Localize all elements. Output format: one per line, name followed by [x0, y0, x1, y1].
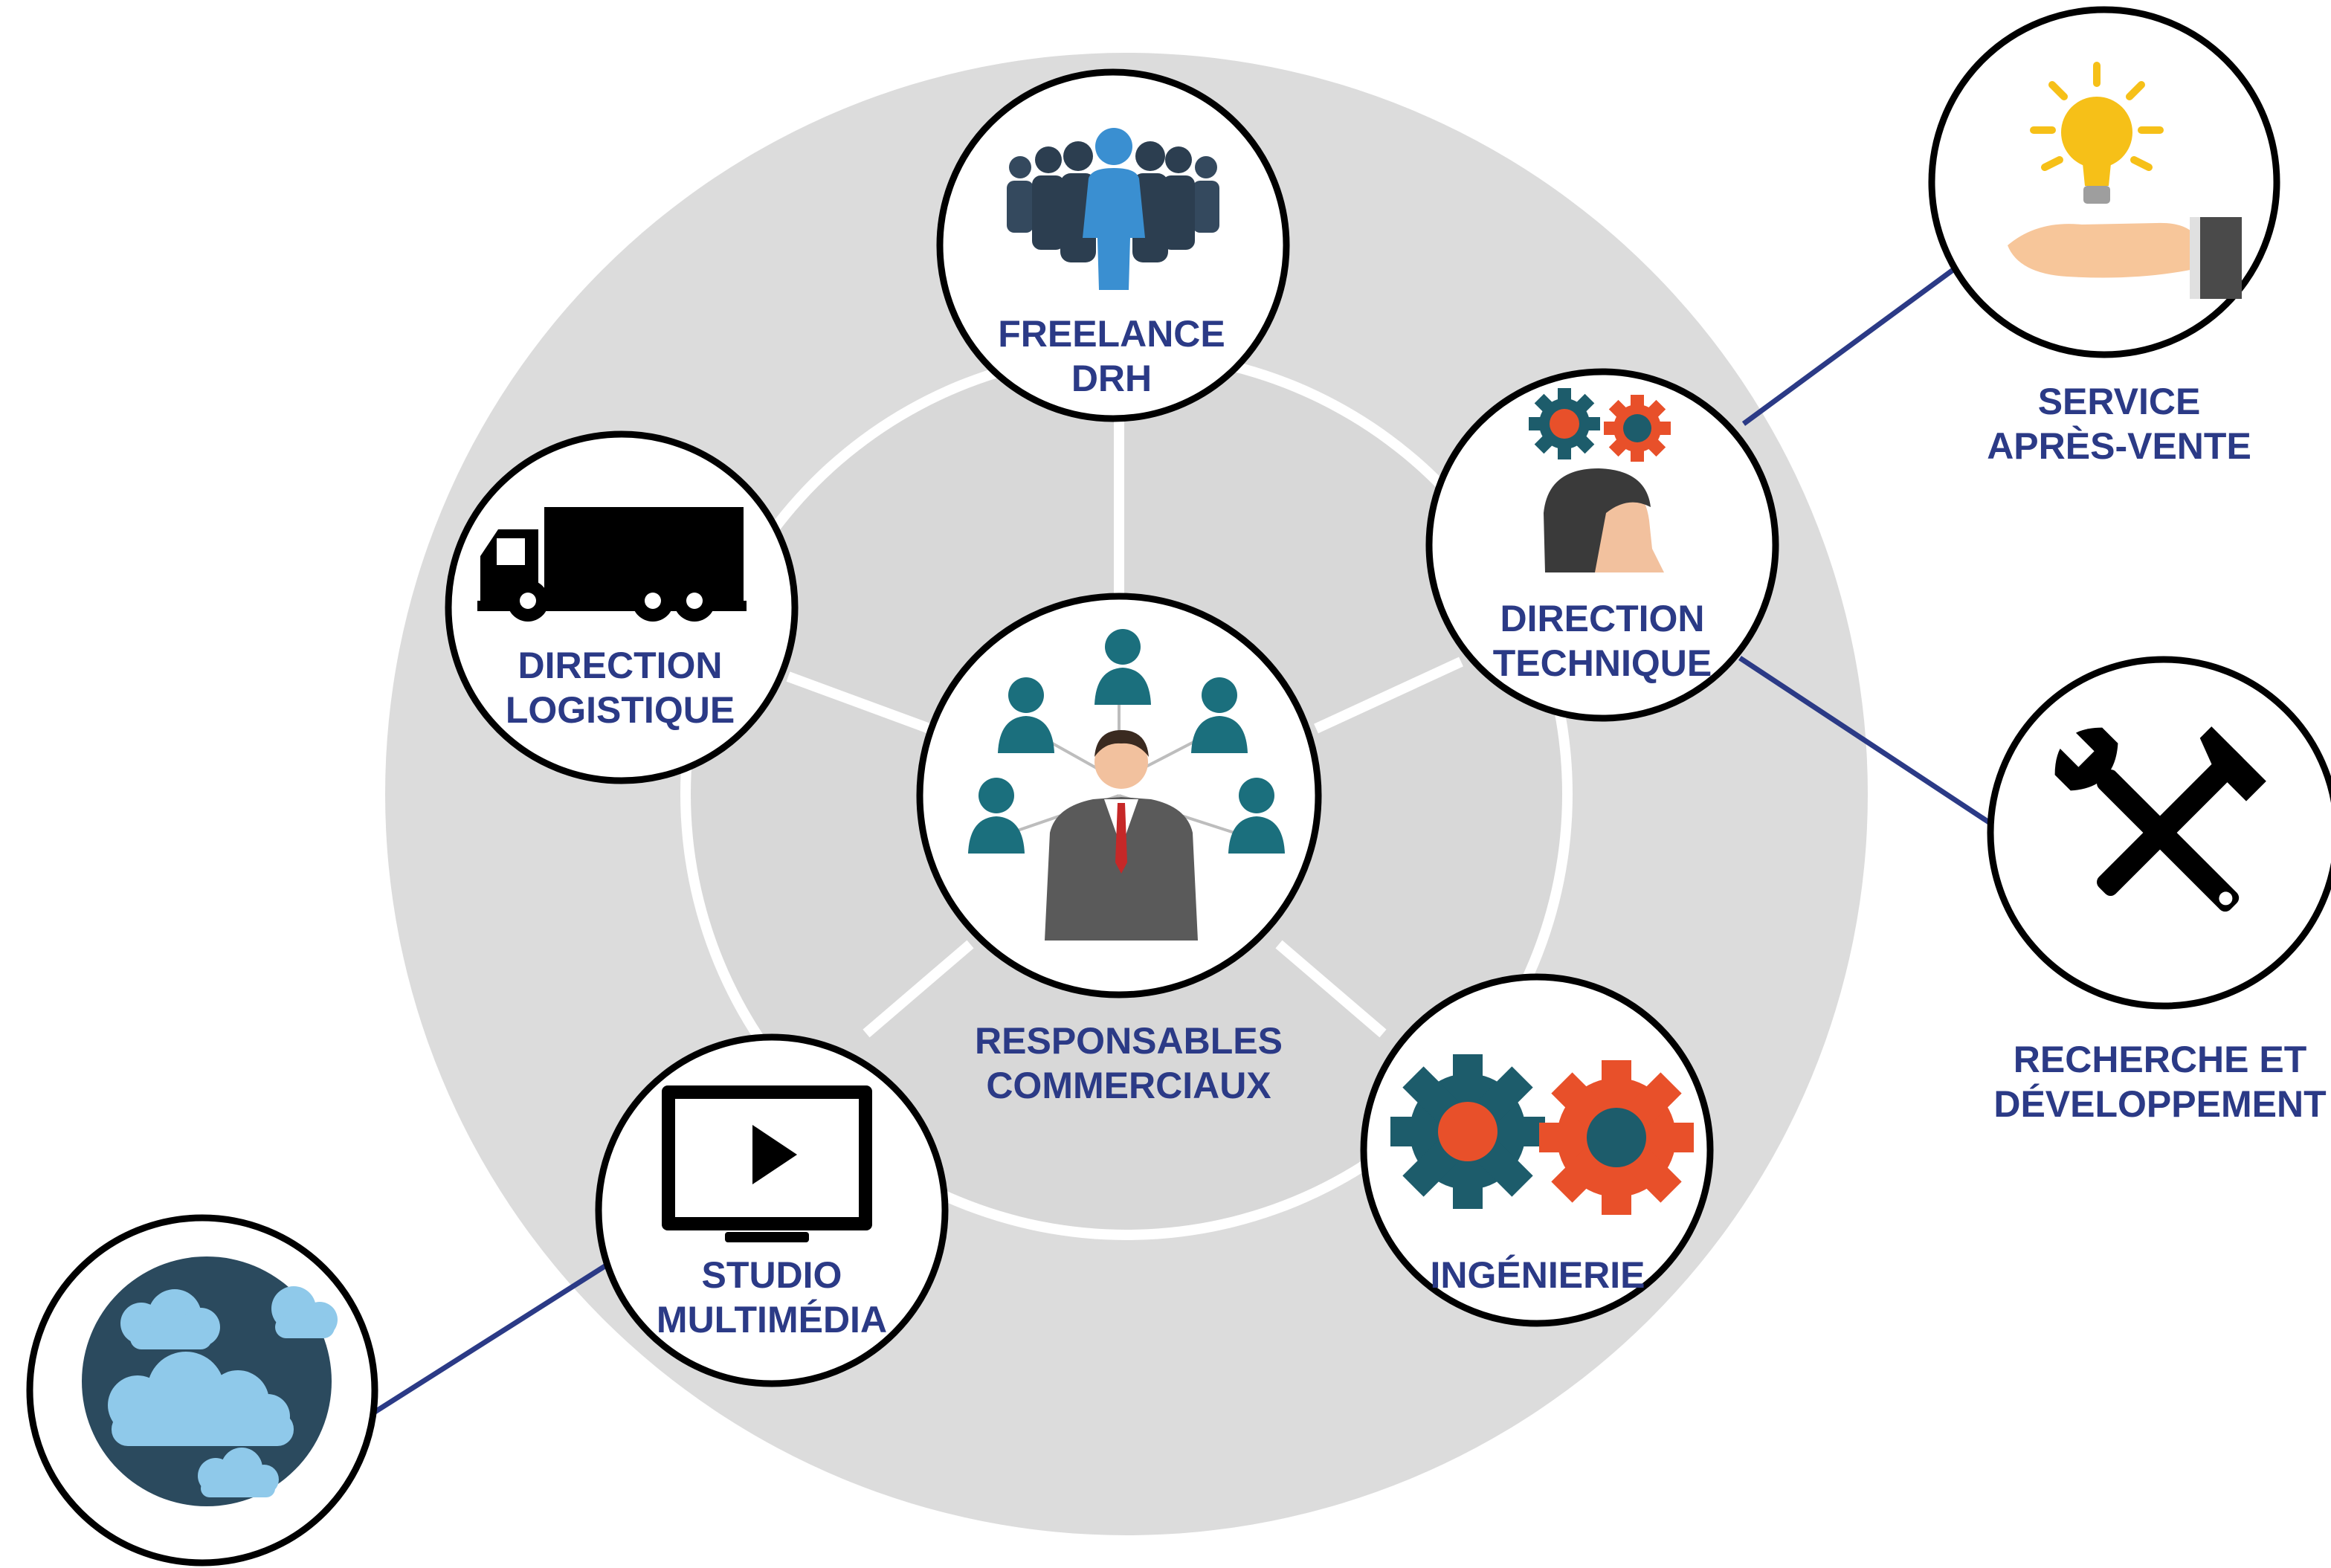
node-ingenierie: INGÉNIERIE — [1360, 973, 1714, 1327]
recherche-label-line-1: RECHERCHE ET — [2014, 1039, 2306, 1080]
spokes — [786, 394, 1463, 1038]
node-direction-technique: DIRECTION TECHNIQUE — [1425, 368, 1779, 722]
logistique-label-line-1: DIRECTION — [518, 645, 723, 686]
lightbulb-hand-icon — [2008, 62, 2242, 299]
freelance-drh-label-line-2: DRH — [1071, 358, 1152, 399]
studio-label-line-2: MULTIMÉDIA — [657, 1299, 887, 1340]
freelance-drh-label-line-1: FREELANCE — [998, 313, 1225, 355]
node-studio-multimedia: STUDIO MULTIMÉDIA — [595, 1033, 949, 1387]
technique-label-line-2: TECHNIQUE — [1493, 642, 1712, 684]
node-service-apres-vente: SERVICE APRÈS-VENTE — [1928, 6, 2280, 467]
team-people-icon — [1007, 128, 1219, 290]
center-label-line-1: RESPONSABLES — [975, 1020, 1283, 1062]
studio-label-line-1: STUDIO — [702, 1254, 842, 1296]
business-network-icon — [968, 629, 1285, 941]
node-freelance-drh: FREELANCE DRH — [936, 68, 1290, 422]
cloud-globe-icon — [82, 1256, 338, 1506]
ingenierie-label: INGÉNIERIE — [1431, 1254, 1645, 1296]
tools-icon — [2054, 726, 2266, 912]
apres-vente-label-line-2: APRÈS-VENTE — [1987, 425, 2251, 467]
truck-icon — [477, 507, 747, 622]
center-label-line-2: COMMERCIAUX — [986, 1065, 1271, 1106]
apres-vente-label-line-1: SERVICE — [2038, 381, 2201, 422]
node-cloud — [26, 1214, 378, 1567]
video-screen-icon — [662, 1085, 872, 1242]
connectors — [369, 267, 1993, 1417]
gears-head-icon — [1529, 388, 1671, 572]
gears-icon — [1390, 1054, 1694, 1215]
technique-label-line-1: DIRECTION — [1500, 598, 1705, 639]
logistique-label-line-2: LOGISTIQUE — [506, 689, 735, 731]
node-direction-logistique: DIRECTION LOGISTIQUE — [445, 430, 799, 784]
node-responsables-commerciaux: RESPONSABLES COMMERCIAUX — [916, 593, 1322, 1106]
recherche-label-line-2: DÉVELOPPEMENT — [1993, 1083, 2326, 1125]
node-recherche-developpement: RECHERCHE ET DÉVELOPPEMENT — [1987, 656, 2331, 1125]
